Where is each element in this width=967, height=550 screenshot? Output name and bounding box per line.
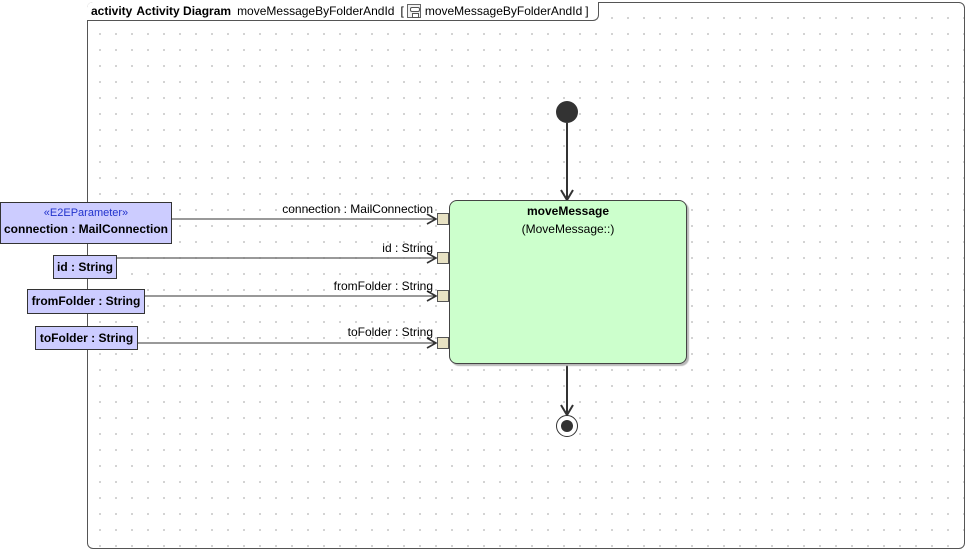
frame-close-bracket: ] — [585, 4, 589, 18]
input-pin-from-folder[interactable] — [437, 290, 449, 302]
action-name: moveMessage — [526, 204, 610, 218]
frame-element-name: moveMessageByFolderAndId — [424, 4, 583, 18]
action-move-message[interactable]: moveMessage (MoveMessage::) — [449, 200, 687, 364]
input-pin-connection[interactable] — [437, 213, 449, 225]
parameter-id-label: id : String — [57, 260, 113, 274]
frame-diagram-name: moveMessageByFolderAndId — [237, 4, 395, 18]
activity-final-node[interactable] — [556, 415, 578, 437]
pin-label-connection: connection : MailConnection — [282, 202, 433, 216]
initial-node[interactable] — [556, 101, 578, 123]
activity-diagram-icon — [406, 4, 421, 18]
input-pin-to-folder[interactable] — [437, 337, 449, 349]
input-pin-id[interactable] — [437, 252, 449, 264]
pin-label-to-folder: toFolder : String — [347, 325, 433, 339]
parameter-to-folder-label: toFolder : String — [39, 331, 134, 345]
frame-name: Activity Diagram — [136, 4, 232, 18]
parameter-connection-label: connection : MailConnection — [4, 222, 168, 236]
parameter-connection[interactable]: «E2EParameter» connection : MailConnecti… — [0, 202, 172, 244]
frame-keyword: activity — [91, 4, 133, 18]
diagram-frame-header: activity Activity Diagram moveMessageByF… — [87, 2, 599, 21]
parameter-from-folder-label: fromFolder : String — [31, 294, 141, 308]
pin-label-from-folder: fromFolder : String — [333, 279, 433, 293]
action-behavior: (MoveMessage::) — [521, 222, 615, 236]
parameter-from-folder[interactable]: fromFolder : String — [27, 289, 145, 314]
frame-open-bracket: [ — [400, 4, 404, 18]
parameter-id[interactable]: id : String — [53, 255, 117, 279]
pin-label-id: id : String — [382, 241, 433, 255]
parameter-stereotype: «E2EParameter» — [43, 207, 129, 219]
parameter-to-folder[interactable]: toFolder : String — [35, 326, 138, 350]
